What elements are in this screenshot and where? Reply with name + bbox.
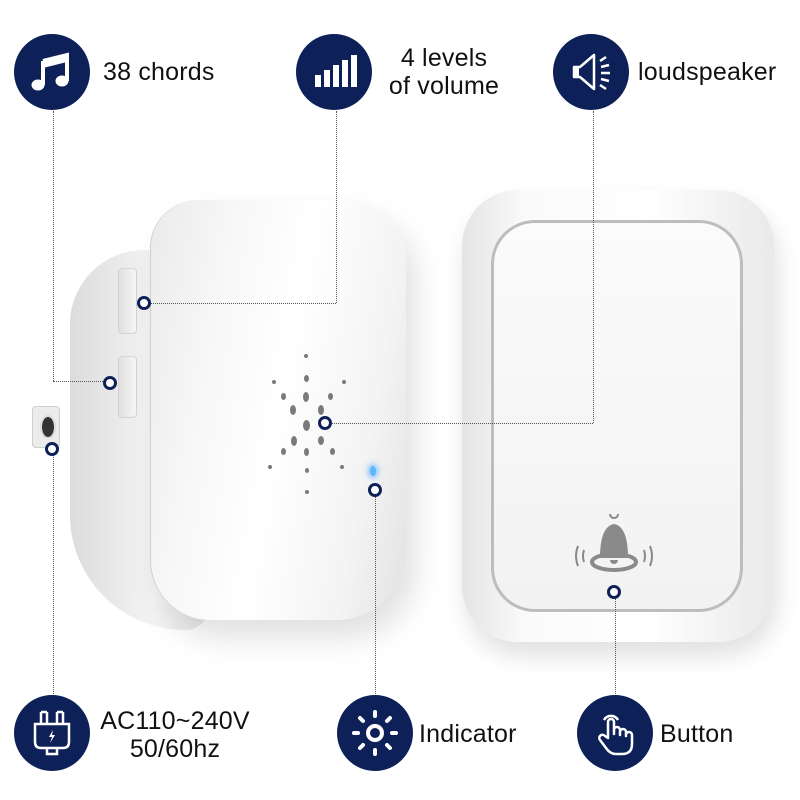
power-connector bbox=[53, 452, 54, 696]
volume-connector-h bbox=[150, 303, 336, 304]
chords-badge bbox=[14, 34, 90, 110]
power-label: AC110~240V 50/60hz bbox=[94, 707, 256, 763]
loudspeaker-label: loudspeaker bbox=[638, 58, 777, 86]
power-badge bbox=[14, 695, 90, 771]
hand-press-icon bbox=[598, 714, 634, 756]
speaker-marker bbox=[318, 416, 332, 430]
button-label: Button bbox=[660, 720, 734, 748]
button-marker bbox=[607, 585, 621, 599]
chords-label: 38 chords bbox=[103, 58, 215, 86]
indicator-led bbox=[370, 466, 376, 476]
chord-side-button bbox=[118, 356, 137, 418]
volume-badge bbox=[296, 34, 372, 110]
music-note-icon bbox=[31, 52, 69, 91]
plug-prong-hole bbox=[40, 415, 56, 439]
receiver-body bbox=[150, 200, 406, 620]
light-icon bbox=[352, 710, 398, 756]
power-label-line2: 50/60hz bbox=[129, 735, 221, 763]
chords-connector bbox=[53, 111, 54, 381]
bell-icon bbox=[575, 514, 653, 572]
power-label-line1: AC110~240V bbox=[100, 707, 250, 735]
volume-side-button bbox=[118, 268, 137, 334]
loudspeaker-connector bbox=[593, 111, 594, 423]
speaker-icon bbox=[572, 53, 610, 91]
chords-connector-h bbox=[53, 381, 109, 382]
indicator-label: Indicator bbox=[419, 720, 517, 748]
volume-label: 4 levels of volume bbox=[378, 44, 510, 100]
button-badge bbox=[577, 695, 653, 771]
plug-marker bbox=[45, 442, 59, 456]
loudspeaker-connector-h bbox=[330, 423, 593, 424]
indicator-connector bbox=[375, 492, 376, 696]
plug-icon bbox=[33, 710, 71, 756]
indicator-badge bbox=[337, 695, 413, 771]
chords-marker bbox=[103, 376, 117, 390]
volume-label-line2: of volume bbox=[388, 72, 500, 100]
volume-bars-icon bbox=[315, 55, 357, 87]
volume-label-line1: 4 levels bbox=[400, 44, 488, 72]
volume-marker bbox=[137, 296, 151, 310]
volume-connector bbox=[336, 111, 337, 303]
button-connector bbox=[615, 596, 616, 696]
indicator-marker bbox=[368, 483, 382, 497]
loudspeaker-badge bbox=[553, 34, 629, 110]
